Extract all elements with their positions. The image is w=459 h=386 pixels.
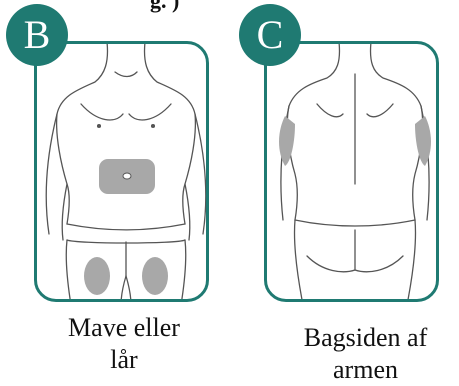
caption-line: Bagsiden af [278, 322, 453, 354]
right-thigh-injection-zone [142, 257, 168, 295]
right-back-outline [371, 44, 423, 220]
back-body-illustration [267, 44, 439, 302]
front-body-panel [34, 41, 209, 302]
panel-letter-badge: C [239, 4, 301, 66]
left-thigh-injection-zone [84, 257, 110, 295]
front-body-illustration [37, 44, 209, 302]
back-body-panel [264, 41, 439, 302]
cropped-header-text: g. ) [150, 0, 179, 14]
caption-line: armen [278, 354, 453, 386]
caption-line: Mave eller [44, 312, 204, 344]
caption-line: lår [44, 344, 204, 376]
left-back-outline [287, 44, 339, 220]
panel-caption: Mave eller lår [44, 312, 204, 376]
panel-letter-badge: B [6, 4, 68, 66]
panel-caption: Bagsiden af armen [278, 322, 453, 386]
